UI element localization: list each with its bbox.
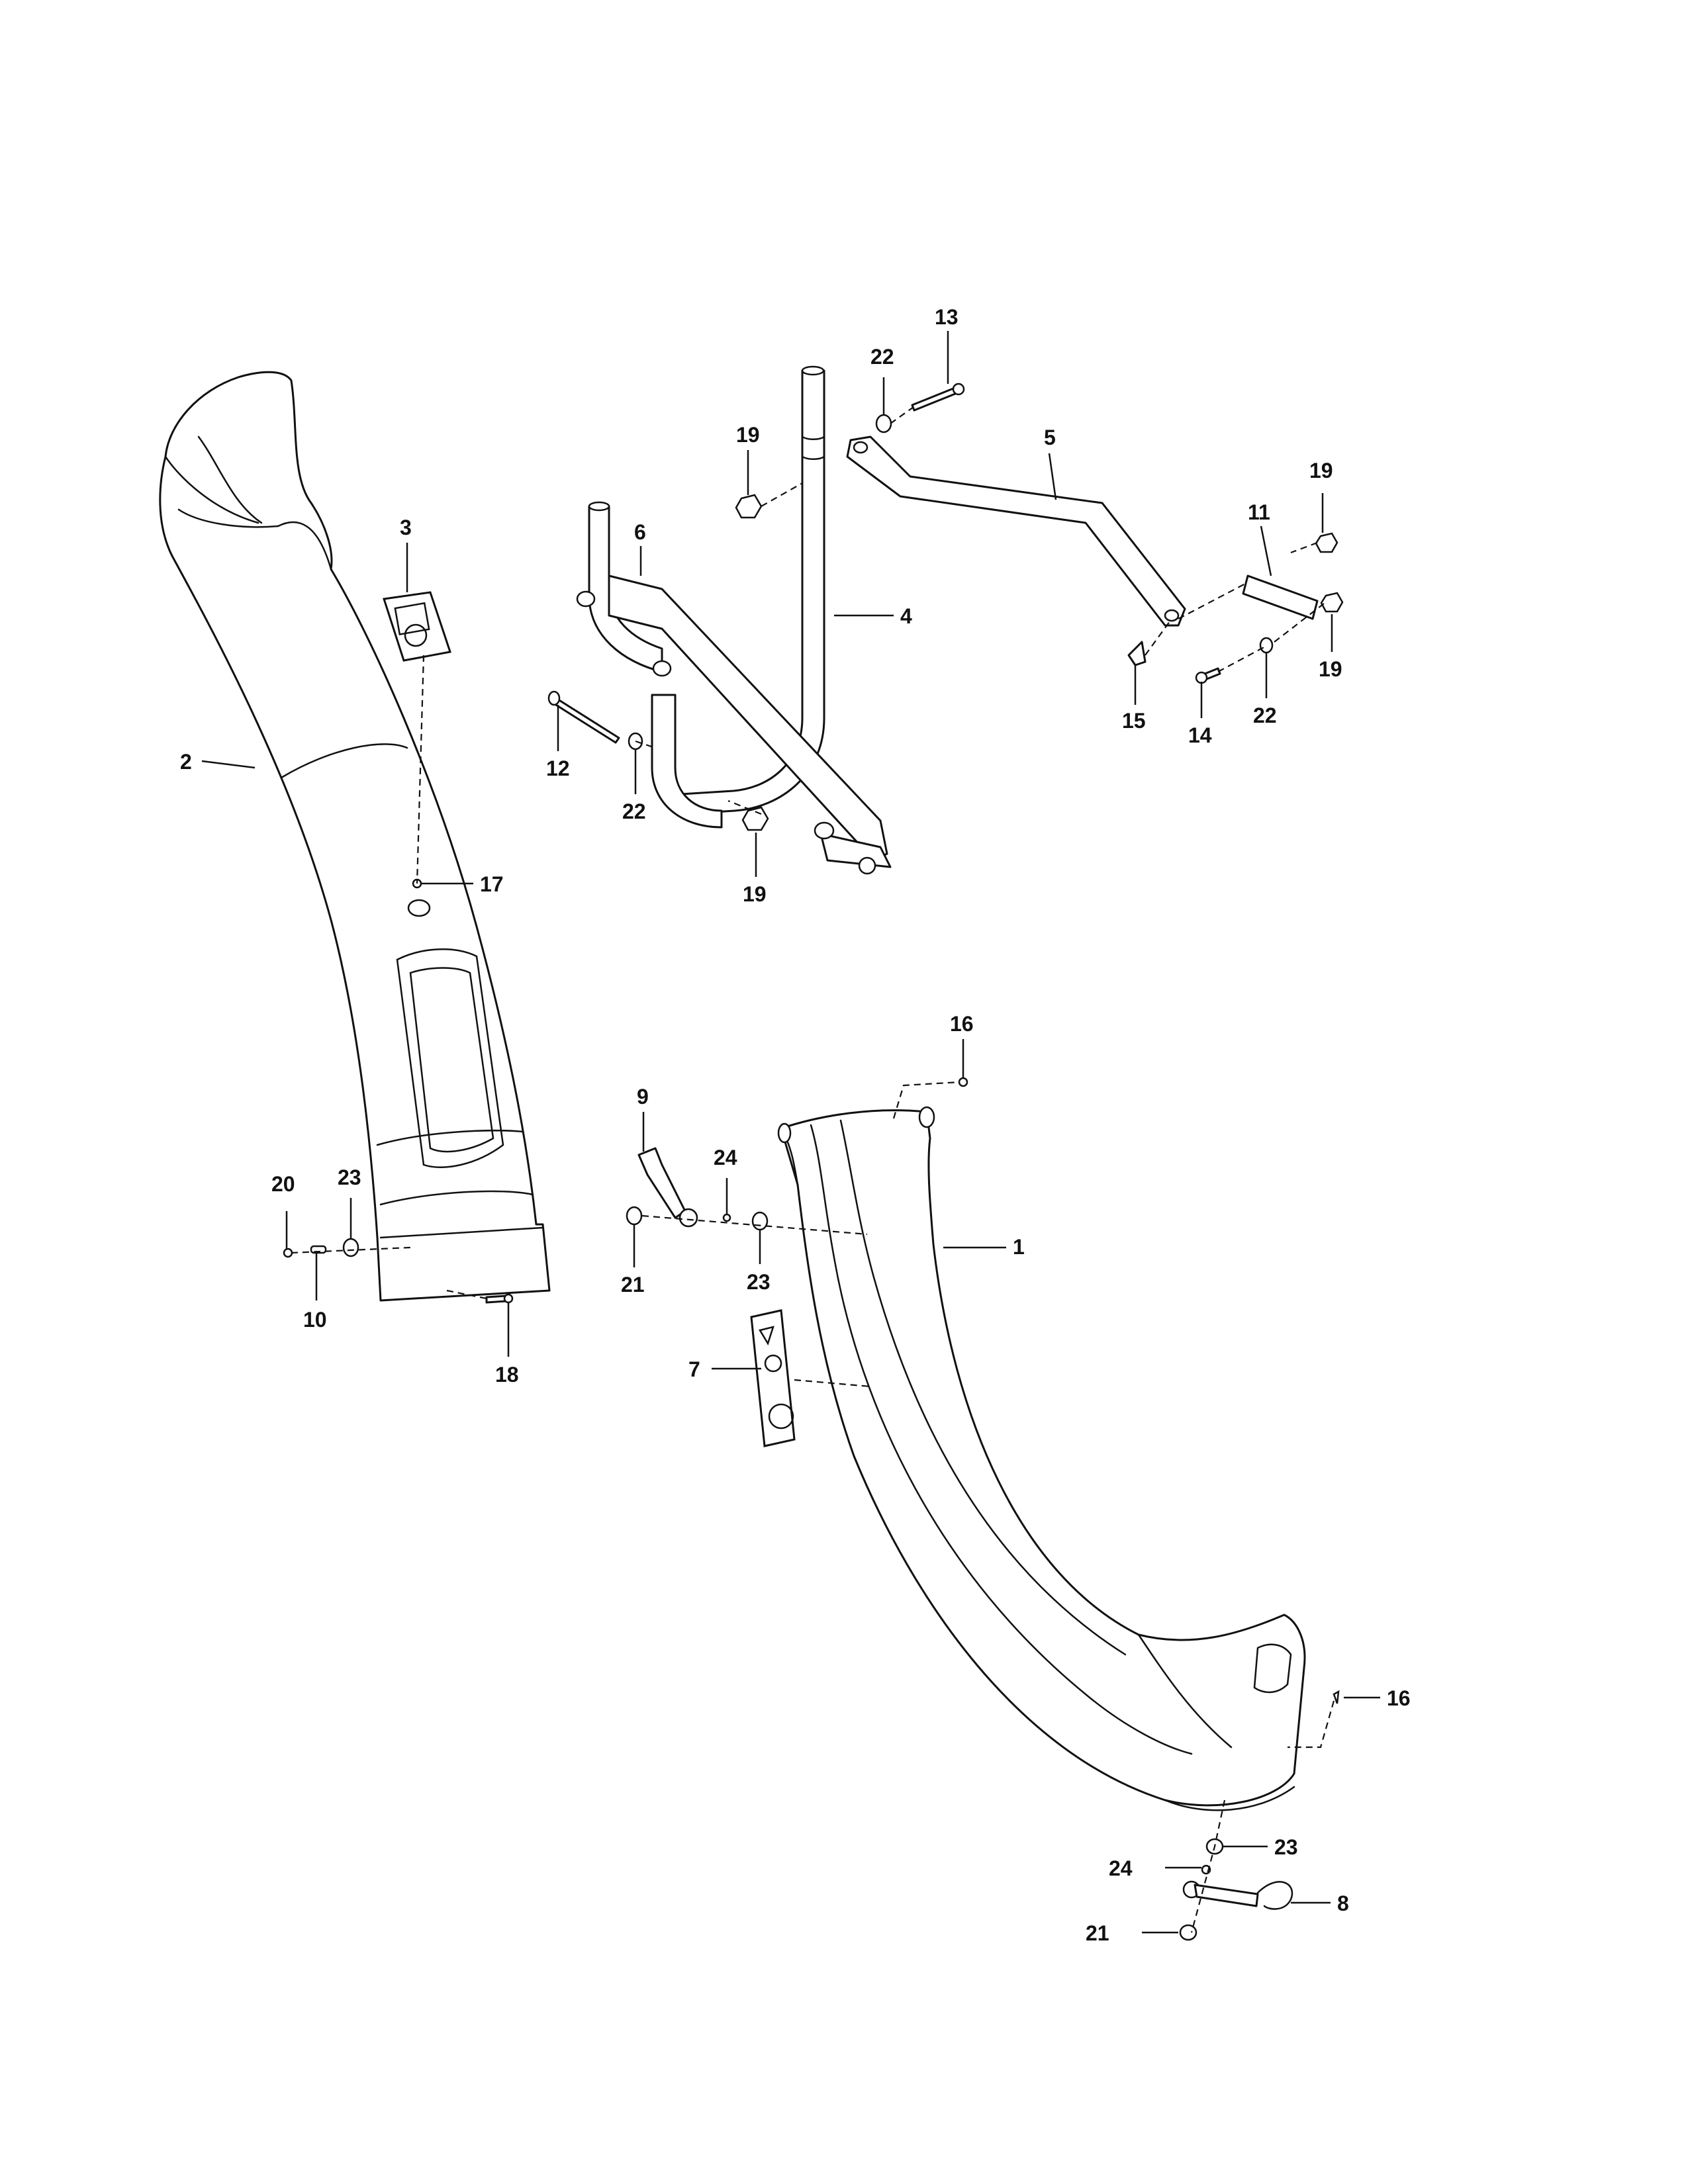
callout-22-right: 22 — [1253, 704, 1277, 727]
callout-23-bottom: 23 — [1274, 1835, 1298, 1859]
control-knob-part — [383, 591, 451, 662]
callout-24-bottom: 24 — [1109, 1856, 1133, 1880]
lower-chute-part — [777, 1106, 1306, 1811]
leader-lines — [201, 331, 1380, 1934]
mount-plate-part — [1242, 574, 1319, 620]
callout-3: 3 — [400, 516, 412, 539]
callout-19-right-top: 19 — [1309, 459, 1333, 482]
callout-20: 20 — [271, 1172, 295, 1196]
callout-4: 4 — [900, 604, 912, 628]
callout-labels: 1 2 3 4 5 6 7 8 9 10 11 12 13 14 15 16 1… — [180, 305, 1411, 1945]
callout-19-bottom: 19 — [743, 882, 767, 906]
upper-chute-part — [159, 371, 551, 1302]
callout-13: 13 — [935, 305, 959, 329]
lower-latch-part — [1182, 1880, 1293, 1910]
callout-10: 10 — [303, 1308, 327, 1332]
control-bracket-part — [576, 501, 892, 875]
callout-21-top: 21 — [621, 1273, 645, 1297]
upper-latch-part — [637, 1147, 698, 1228]
callout-18: 18 — [495, 1363, 519, 1387]
callout-16-top: 16 — [950, 1012, 974, 1036]
callout-7: 7 — [688, 1357, 700, 1381]
callout-16-right: 16 — [1387, 1686, 1411, 1710]
callout-14: 14 — [1188, 723, 1212, 747]
callout-1: 1 — [1013, 1235, 1025, 1259]
control-rod-part — [846, 435, 1186, 627]
callout-12: 12 — [546, 756, 570, 780]
callout-19-top: 19 — [736, 423, 760, 447]
callout-22-left: 22 — [622, 799, 646, 823]
callout-6: 6 — [634, 520, 646, 544]
assembly-lines — [291, 406, 1335, 1933]
callout-22-top: 22 — [870, 345, 894, 369]
callout-21-bottom: 21 — [1086, 1921, 1109, 1945]
callout-11: 11 — [1248, 500, 1270, 524]
warning-decal-part — [750, 1309, 796, 1447]
callout-8: 8 — [1337, 1891, 1349, 1915]
callout-5: 5 — [1044, 426, 1056, 449]
callout-9: 9 — [637, 1085, 649, 1109]
hardware-group — [283, 383, 1344, 1941]
callout-19-right-bottom: 19 — [1319, 657, 1342, 681]
callout-17: 17 — [480, 872, 504, 896]
callout-24-top: 24 — [714, 1146, 737, 1169]
callout-23-left: 23 — [338, 1165, 361, 1189]
callout-23-middle: 23 — [747, 1270, 771, 1294]
callout-2: 2 — [180, 750, 192, 774]
callout-15: 15 — [1122, 709, 1146, 733]
